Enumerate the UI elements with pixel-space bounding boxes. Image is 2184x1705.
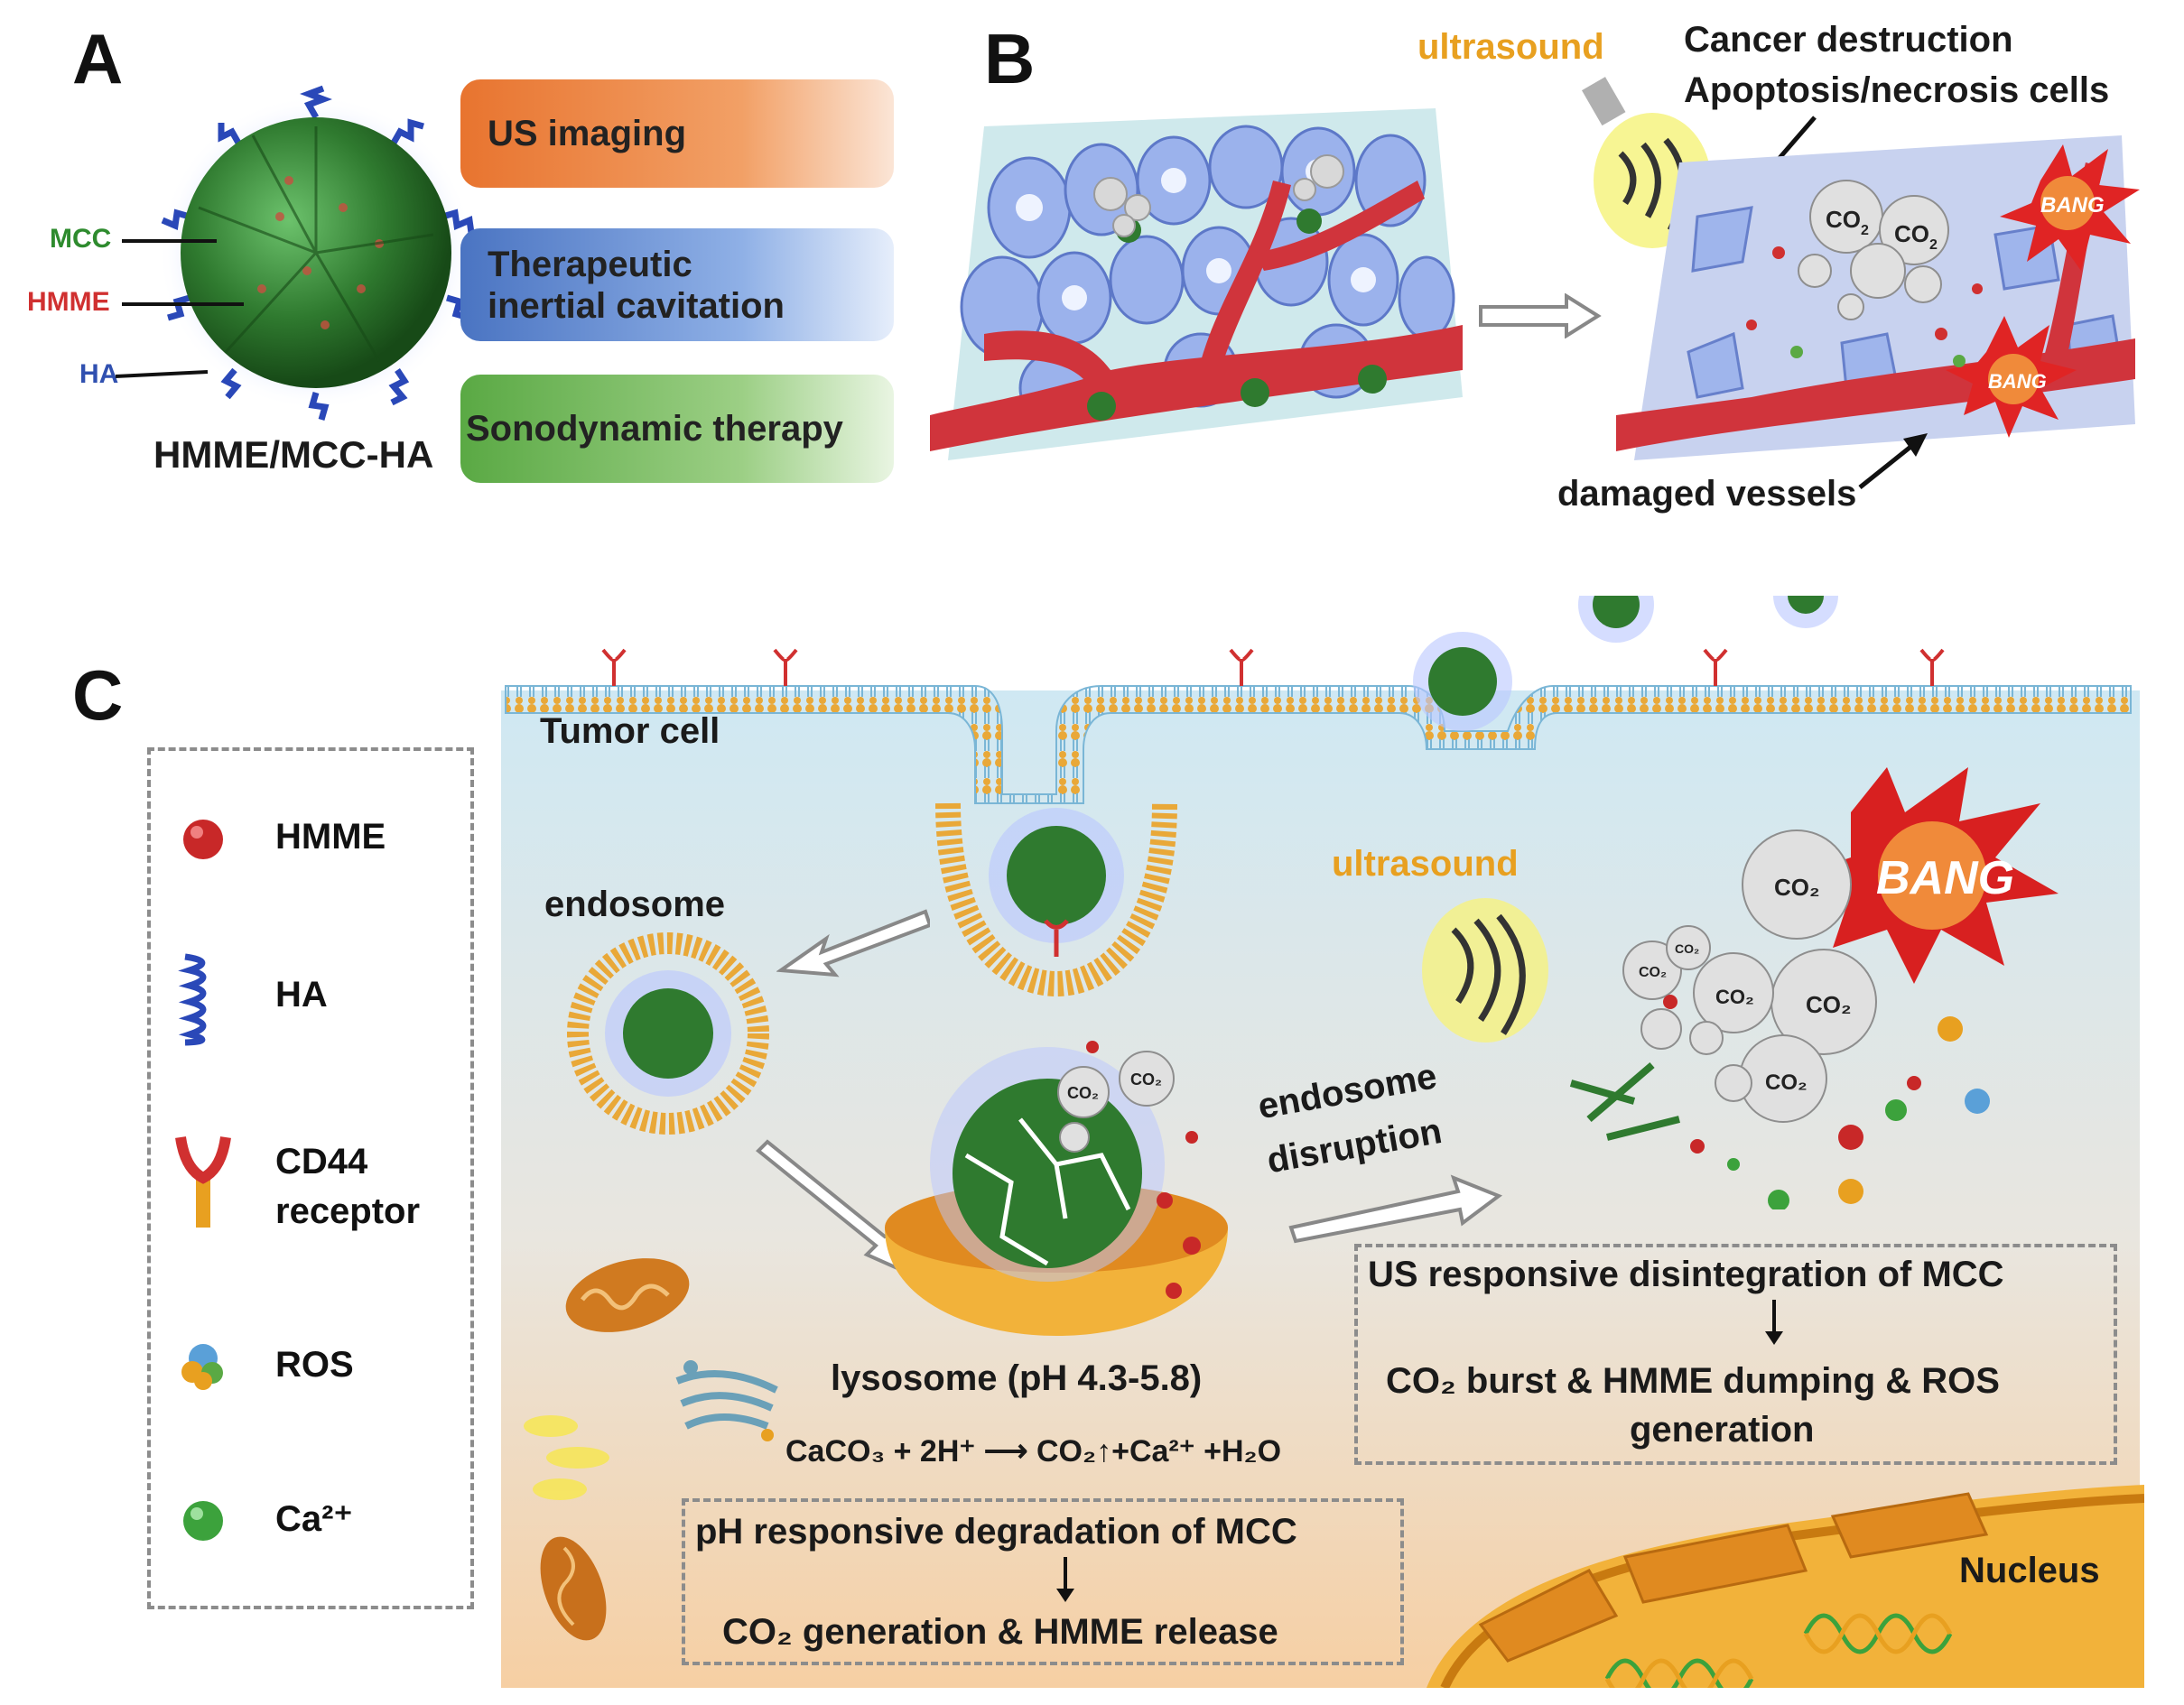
lysosome-illustration: CO₂ CO₂ xyxy=(885,1041,1228,1336)
damaged-vessels-arrow xyxy=(1858,433,1928,489)
panel-b-ultrasound-label: ultrasound xyxy=(1417,27,1604,67)
tumor-cell-label: Tumor cell xyxy=(540,711,720,751)
panel-c-letter: C xyxy=(72,655,124,735)
lysosome-label: lysosome (pH 4.3-5.8) xyxy=(831,1358,1203,1398)
apoptosis-label: Apoptosis/necrosis cells xyxy=(1684,70,2110,110)
ultrasound-waves-icon xyxy=(1422,898,1548,1042)
us-box-line1: US responsive disintegration of MCC xyxy=(1368,1255,2004,1294)
mcc-label: MCC xyxy=(50,224,112,254)
tumor-tissue-before xyxy=(930,108,1463,460)
legend-cd44-label-2: receptor xyxy=(275,1191,421,1231)
dna-helix-icon xyxy=(1604,1613,1953,1688)
us-responsive-box xyxy=(1354,1244,2117,1465)
ph-box-down-arrow xyxy=(1056,1557,1074,1602)
mcc-nanoparticle-illustration xyxy=(158,85,475,421)
legend-cd44-label-1: CD44 xyxy=(275,1142,368,1181)
panel-a-leader-lines xyxy=(115,239,244,378)
calcium-sphere-icon xyxy=(183,1501,223,1541)
svg-text:BANG: BANG xyxy=(2040,193,2105,218)
us-imaging-bar: US imaging xyxy=(460,79,894,188)
inertial-cavitation-bar: Therapeutic inertial cavitation xyxy=(460,228,894,341)
sonodynamic-therapy-bar: Sonodynamic therapy xyxy=(460,375,894,483)
ros-icon xyxy=(181,1344,223,1390)
us-box-line3: generation xyxy=(1630,1410,1815,1450)
legend-hmme-label: HMME xyxy=(275,817,386,857)
arrow-to-disruption xyxy=(1288,1174,1503,1244)
co2-label-b: CO₂ xyxy=(1806,991,1852,1018)
free-nanoparticles xyxy=(1413,596,1838,731)
transition-arrow xyxy=(1479,293,1602,338)
hmme-sphere-icon xyxy=(183,820,223,859)
blood-vessel xyxy=(930,325,1463,451)
co2-label-d: CO₂ xyxy=(1765,1070,1808,1095)
co2-label-c: CO₂ xyxy=(1715,986,1754,1008)
co2-label-a: CO₂ xyxy=(1774,874,1820,901)
ph-responsive-box xyxy=(682,1498,1404,1665)
tumor-tissue-after: CO2 CO2 BANG BANG xyxy=(1616,135,2140,460)
damaged-vessels-label: damaged vessels xyxy=(1557,474,1857,514)
ha-spring-icon xyxy=(178,953,207,1046)
cell-membrane xyxy=(505,596,2132,804)
co2-label-f: CO₂ xyxy=(1675,941,1699,956)
us-box-down-arrow xyxy=(1765,1300,1783,1345)
bang-text: BANG xyxy=(1876,852,2014,904)
mitochondrion-upper-icon xyxy=(565,1258,690,1332)
nucleus-label: Nucleus xyxy=(1959,1551,2100,1590)
svg-text:CO₂: CO₂ xyxy=(1067,1084,1099,1102)
endoplasmic-reticulum-icon xyxy=(524,1415,609,1500)
arrow-to-endosome xyxy=(776,909,930,978)
nucleus-illustration xyxy=(1427,1485,2144,1688)
hmme-label: HMME xyxy=(27,287,110,317)
us-box-line2: CO₂ burst & HMME dumping & ROS xyxy=(1386,1361,2000,1401)
sonodynamic-therapy-label: Sonodynamic therapy xyxy=(466,408,843,449)
co2-burst-illustration: BANG CO₂ CO₂ CO₂ CO₂ CO₂ CO₂ xyxy=(1569,767,2059,1209)
endosome-illustration xyxy=(567,932,769,1135)
ha-label: HA xyxy=(79,359,119,389)
panel-a-letter: A xyxy=(72,19,124,98)
cancer-destruction-label: Cancer destruction xyxy=(1684,20,2013,60)
bang-burst-top: BANG xyxy=(2000,144,2140,271)
bang-burst-large: BANG xyxy=(1797,767,2059,984)
legend-ros-label: ROS xyxy=(275,1345,354,1385)
ros-particles xyxy=(1838,1016,1990,1204)
endocytic-vesicle xyxy=(935,802,1177,997)
svg-text:BANG: BANG xyxy=(1988,370,2047,393)
golgi-apparatus-icon xyxy=(675,1360,778,1441)
us-imaging-label: US imaging xyxy=(488,113,687,153)
membrane-cd44-receptors xyxy=(601,648,1945,686)
panel-b-letter: B xyxy=(984,19,1036,98)
svg-text:CO₂: CO₂ xyxy=(1130,1070,1162,1089)
inertial-cavitation-label: Therapeutic inertial cavitation xyxy=(488,244,785,326)
nanoparticle-caption: HMME/MCC-HA xyxy=(153,433,434,476)
panel-c-ultrasound-label: ultrasound xyxy=(1332,844,1519,884)
legend-box xyxy=(147,747,474,1609)
cd44-receptor-icon xyxy=(175,1136,231,1228)
endosome-label: endosome xyxy=(544,885,726,924)
legend-ha-label: HA xyxy=(275,975,328,1015)
ph-box-line1: pH responsive degradation of MCC xyxy=(695,1512,1297,1552)
reaction-equation: CaCO₃ + 2H⁺ ⟶ CO₂↑+Ca²⁺ +H₂O xyxy=(785,1434,1282,1469)
co2-label-e: CO₂ xyxy=(1639,965,1667,980)
legend-ca-label: Ca²⁺ xyxy=(275,1499,353,1539)
mitochondrion-lower-icon xyxy=(540,1536,607,1641)
bang-burst-bottom: BANG xyxy=(1946,316,2077,438)
ph-box-line2: CO₂ generation & HMME release xyxy=(722,1612,1278,1652)
